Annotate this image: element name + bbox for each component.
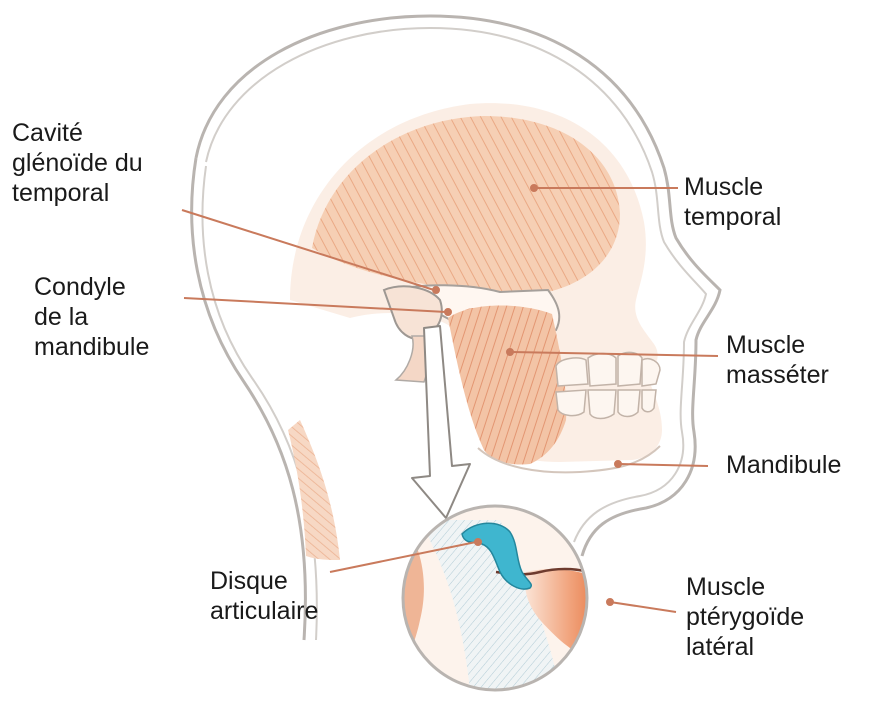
- label-muscle-masseter: Muscle masséter: [726, 330, 829, 390]
- label-condyle: Condyle de la mandibule: [34, 272, 149, 362]
- label-disque-articulaire: Disque articulaire: [210, 566, 318, 626]
- label-mandibule: Mandibule: [726, 450, 841, 480]
- masseter-muscle: [448, 305, 566, 464]
- label-muscle-temporal: Muscle temporal: [684, 172, 781, 232]
- label-muscle-pterygoide: Muscle ptérygoïde latéral: [686, 572, 804, 662]
- neck-muscle: [288, 420, 340, 560]
- detail-circle: [380, 506, 600, 690]
- temporal-muscle: [312, 116, 620, 295]
- leader-pterygoide: [610, 602, 676, 612]
- leader-mandibule: [620, 464, 708, 466]
- label-cavite-glenoide: Cavité glénoïde du temporal: [12, 118, 143, 208]
